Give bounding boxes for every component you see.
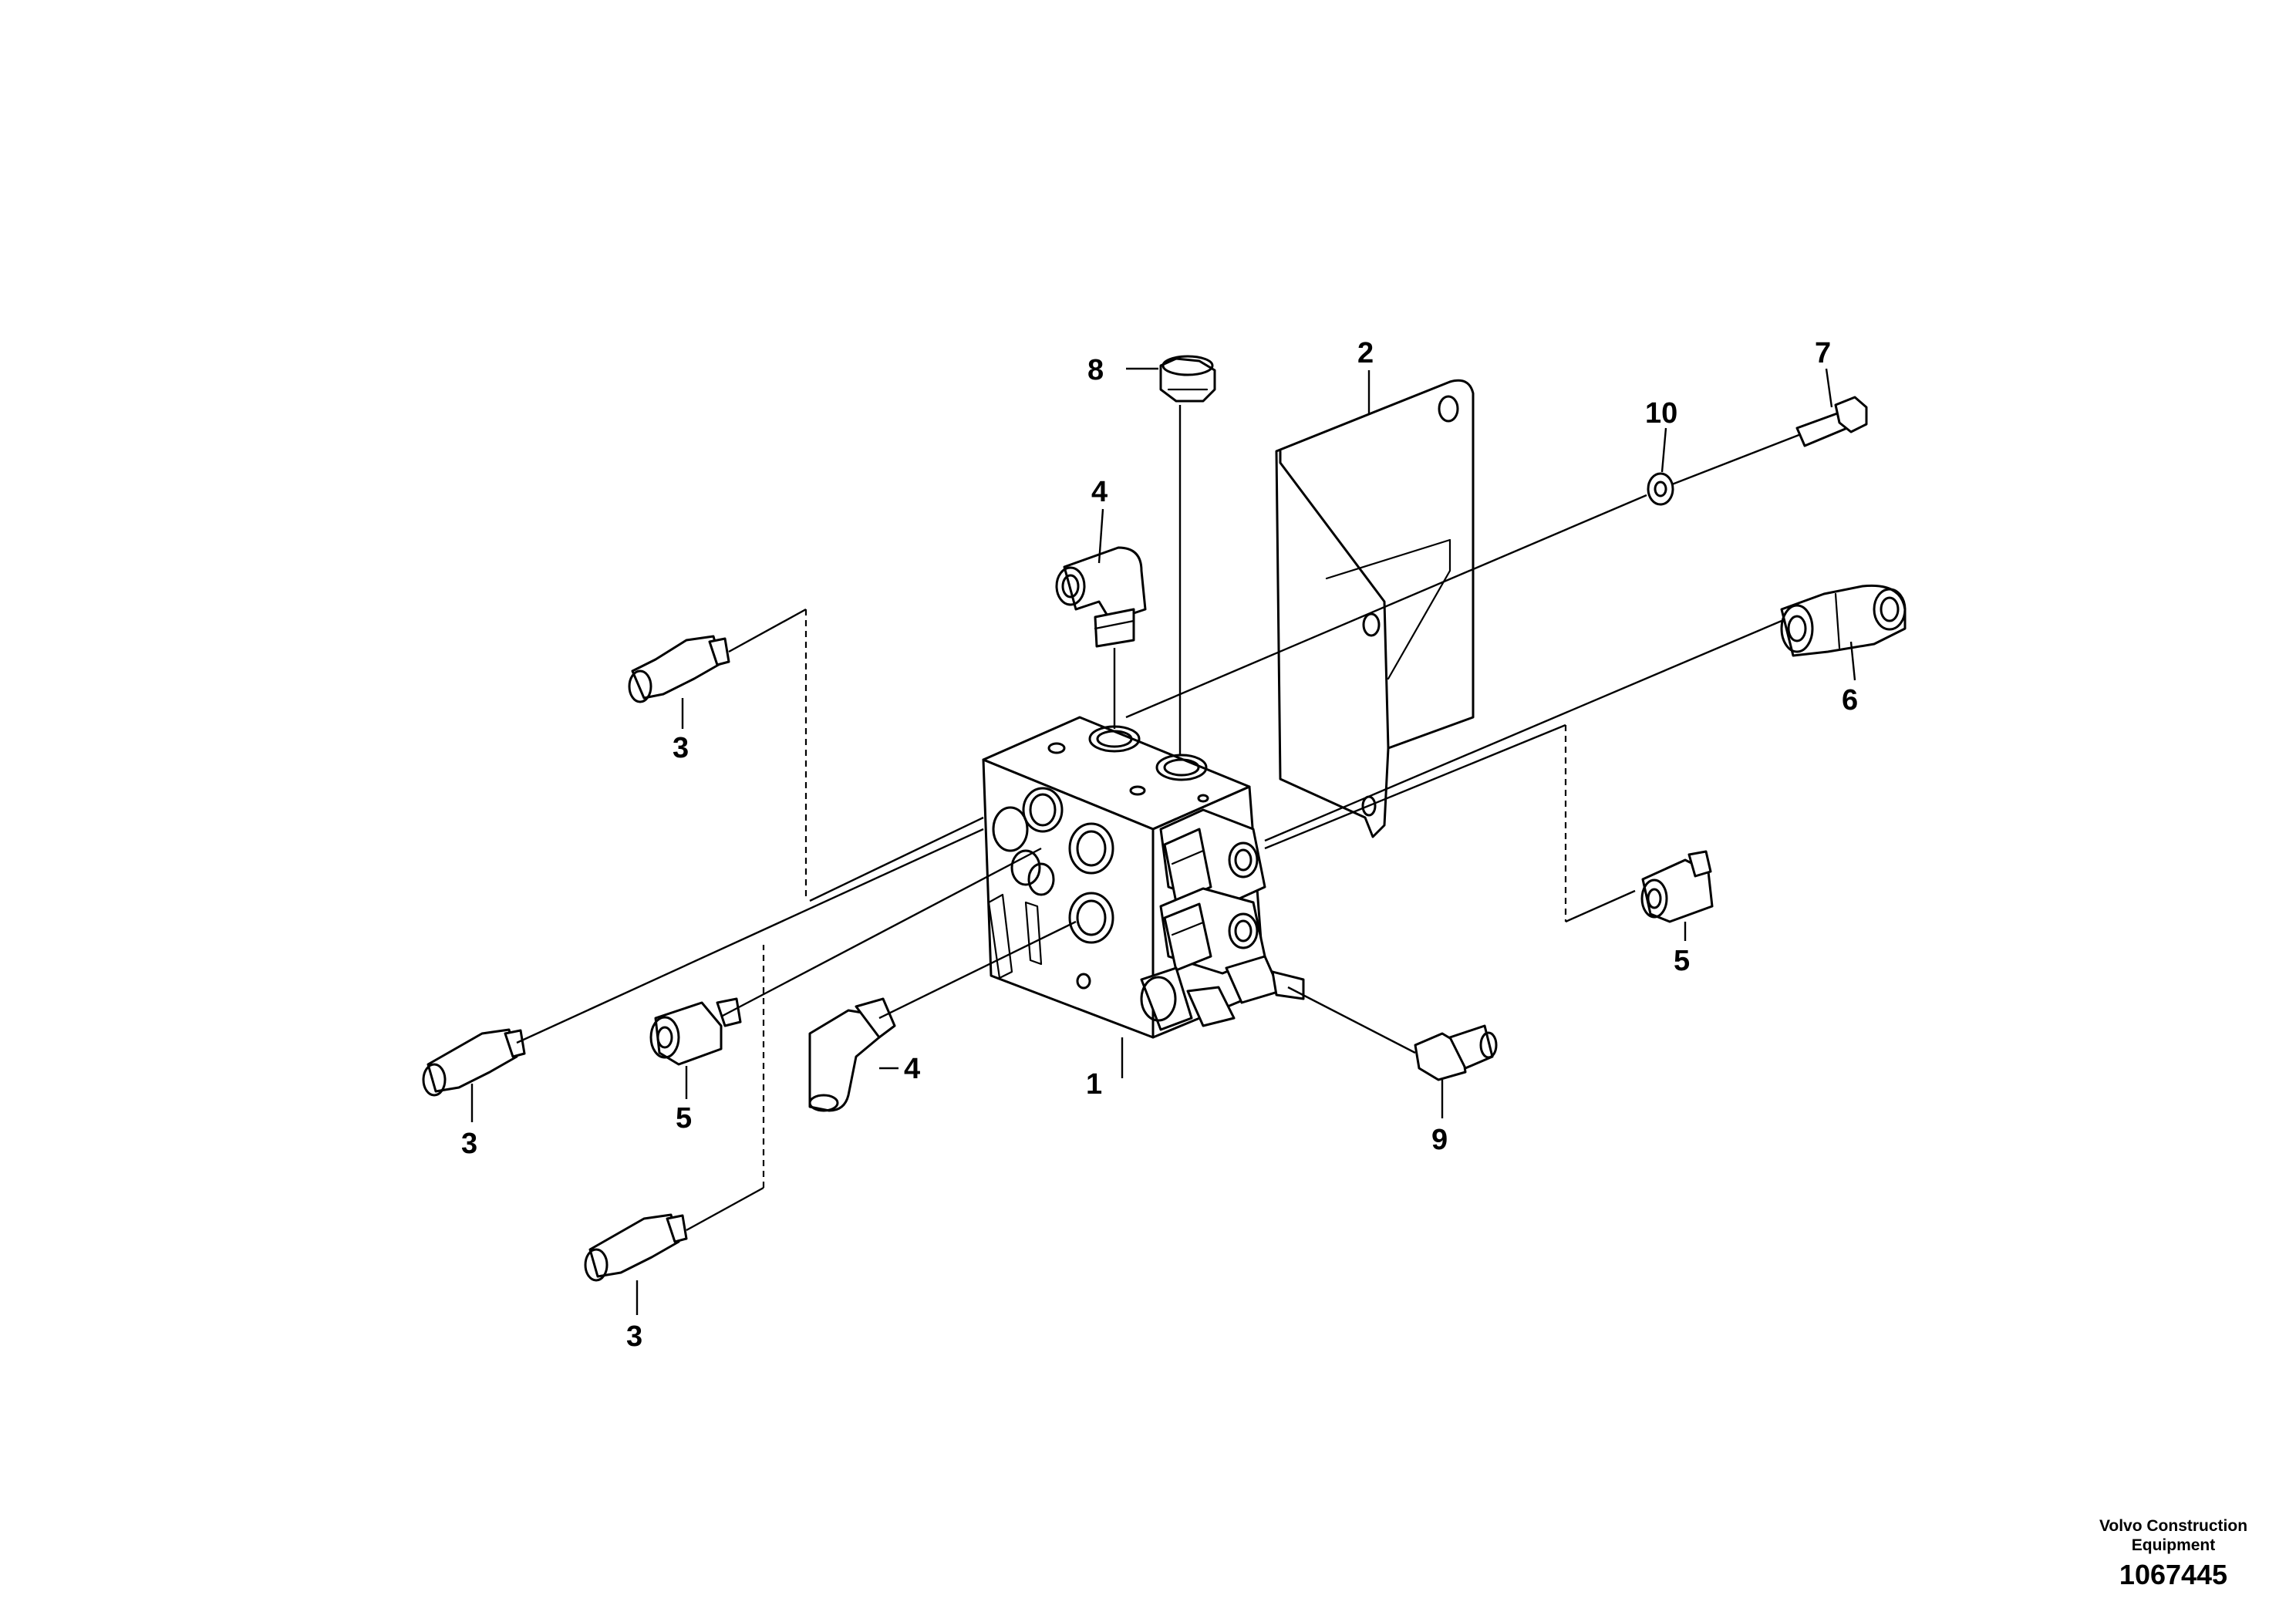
callout-4-upper: 4 xyxy=(1091,476,1108,508)
dashed-guide-lines xyxy=(762,609,1567,1188)
elbow-fitting-upper xyxy=(1055,546,1147,648)
callout-5-right: 5 xyxy=(1674,945,1690,977)
fitting-3-lower xyxy=(584,1213,688,1282)
plug-part-8 xyxy=(1159,355,1216,403)
callout-leaders xyxy=(470,367,1856,1315)
callout-4-lower: 4 xyxy=(904,1053,920,1085)
company-line-1: Volvo Construction xyxy=(2099,1517,2247,1535)
callout-3-left: 3 xyxy=(461,1128,477,1160)
callout-3-upper: 3 xyxy=(673,732,689,764)
callout-5-left: 5 xyxy=(676,1102,692,1135)
fitting-3-upper xyxy=(628,635,730,703)
callout-2: 2 xyxy=(1357,337,1374,369)
mounting-bracket xyxy=(1275,379,1475,838)
solenoid-lower xyxy=(1159,887,1266,975)
bolt-part-7 xyxy=(1795,396,1868,447)
assembly-lines xyxy=(516,405,1802,1232)
callout-1: 1 xyxy=(1086,1068,1102,1101)
callout-9: 9 xyxy=(1431,1124,1448,1156)
solenoid-upper xyxy=(1159,808,1266,908)
callout-7: 7 xyxy=(1815,337,1831,369)
company-line-2: Equipment xyxy=(2132,1536,2216,1554)
elbow-fitting-6 xyxy=(1780,584,1907,657)
document-number: 1067445 xyxy=(2119,1559,2227,1590)
fitting-5-right xyxy=(1640,850,1714,923)
fitting-5-left xyxy=(649,997,742,1066)
callout-3-lower: 3 xyxy=(626,1320,642,1353)
elbow-fitting-lower xyxy=(808,997,896,1112)
callout-6: 6 xyxy=(1842,684,1858,717)
valve-cartridges xyxy=(1140,955,1305,1031)
fitting-3-left xyxy=(422,1028,526,1097)
washer-part-10 xyxy=(1647,472,1674,506)
callout-10: 10 xyxy=(1645,397,1677,430)
callout-8: 8 xyxy=(1087,354,1104,386)
sensor-part-9 xyxy=(1414,1024,1498,1081)
